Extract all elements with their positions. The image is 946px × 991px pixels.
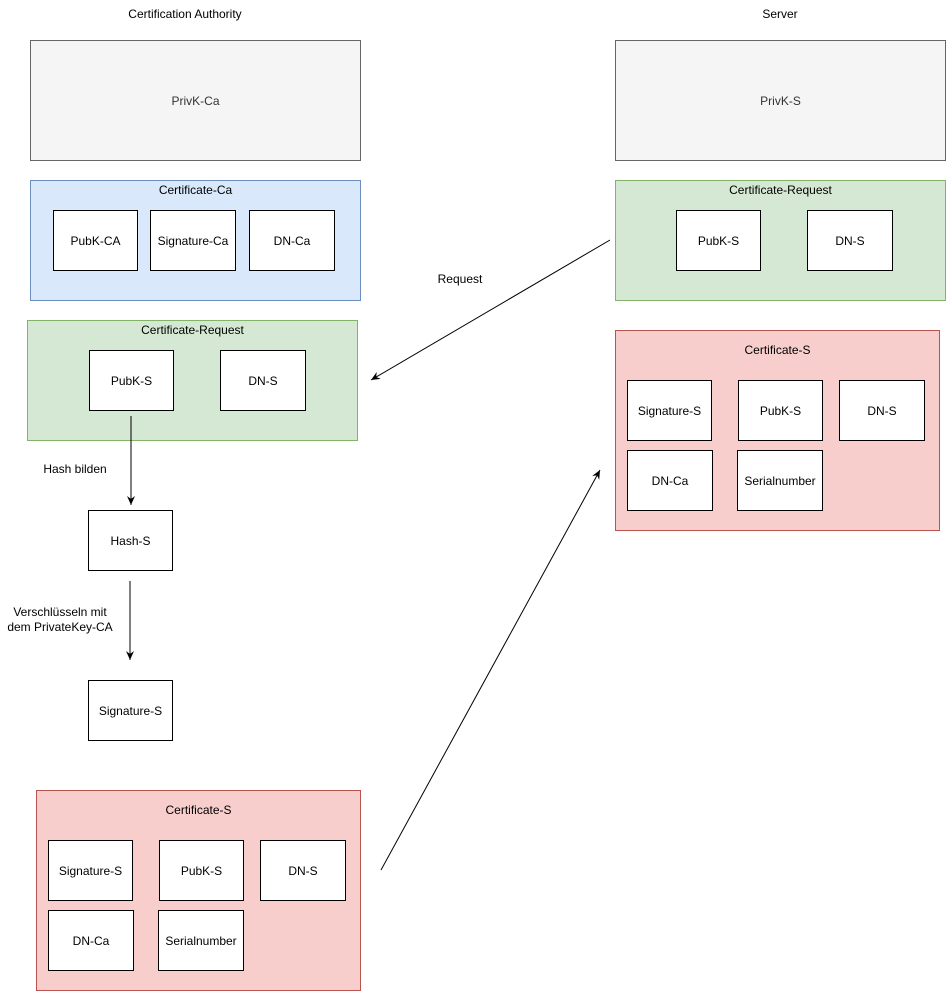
ca-column-title: Certification Authority <box>128 7 242 21</box>
server-cert-s-title: Certificate-S <box>744 343 811 357</box>
ca-private-key-label: PrivK-Ca <box>171 93 220 108</box>
ca-cert-pubk-label: PubK-S <box>180 863 223 878</box>
server-cert-dn-s-label: DN-S <box>867 403 897 418</box>
ca-signature-box: Signature-Ca <box>150 210 236 271</box>
server-request-pubk-label: PubK-S <box>697 233 740 248</box>
ca-cert-dn-s-box: DN-S <box>260 840 346 901</box>
ca-cert-serial-box: Serialnumber <box>158 910 244 971</box>
hash-s-box: Hash-S <box>88 510 173 571</box>
ca-request-dn-box: DN-S <box>220 350 306 411</box>
server-request-dn-box: DN-S <box>807 210 893 271</box>
ca-request-pubk-label: PubK-S <box>110 373 153 388</box>
server-cert-signature-label: Signature-S <box>637 403 702 418</box>
ca-certificate-request: Certificate-Request PubK-S DN-S <box>27 320 358 441</box>
ca-certificate-s: Certificate-S Signature-S PubK-S DN-S DN… <box>36 790 361 991</box>
server-cert-pubk-box: PubK-S <box>738 380 823 441</box>
ca-request-title: Certificate-Request <box>141 323 244 337</box>
server-private-key-label: PrivK-S <box>760 93 801 108</box>
ca-cert-dn-s-label: DN-S <box>288 863 318 878</box>
ca-dn-label: DN-Ca <box>273 233 311 248</box>
server-cert-dn-ca-box: DN-Ca <box>627 450 713 511</box>
certificate-ca-container: Certificate-Ca PubK-CA Signature-Ca DN-C… <box>30 180 361 301</box>
ca-signature-label: Signature-Ca <box>157 233 229 248</box>
ca-request-dn-label: DN-S <box>248 373 278 388</box>
ca-cert-serial-label: Serialnumber <box>165 933 237 948</box>
server-cert-dn-s-box: DN-S <box>839 380 925 441</box>
ca-pubk-label: PubK-CA <box>70 233 121 248</box>
server-certificate-s: Certificate-S Signature-S PubK-S DN-S DN… <box>615 330 940 531</box>
server-certificate-request: Certificate-Request PubK-S DN-S <box>615 180 946 301</box>
encrypt-step-label-line1: Verschlüsseln mit <box>13 605 107 619</box>
ca-cert-signature-label: Signature-S <box>58 863 123 878</box>
server-cert-pubk-label: PubK-S <box>759 403 802 418</box>
ca-cert-pubk-box: PubK-S <box>159 840 244 901</box>
request-label: Request <box>437 272 483 286</box>
ca-cert-dn-ca-label: DN-Ca <box>72 933 110 948</box>
signature-s-box: Signature-S <box>88 680 173 741</box>
encrypt-step-label-line2: dem PrivateKey-CA <box>7 620 113 634</box>
ca-cert-signature-box: Signature-S <box>48 840 133 901</box>
ca-cert-dn-ca-box: DN-Ca <box>48 910 134 971</box>
server-request-title: Certificate-Request <box>729 183 832 197</box>
signature-s-label: Signature-S <box>98 703 163 718</box>
server-cert-dn-ca-label: DN-Ca <box>651 473 689 488</box>
server-cert-serial-label: Serialnumber <box>744 473 816 488</box>
hash-step-label: Hash bilden <box>43 462 107 476</box>
certificate-ca-title: Certificate-Ca <box>158 183 233 197</box>
server-cert-serial-box: Serialnumber <box>737 450 823 511</box>
server-column-title: Server <box>762 7 798 21</box>
ca-request-pubk-box: PubK-S <box>89 350 174 411</box>
server-private-key-box: PrivK-S <box>615 40 946 161</box>
ca-cert-s-title: Certificate-S <box>165 803 232 817</box>
server-request-pubk-box: PubK-S <box>676 210 761 271</box>
server-cert-signature-box: Signature-S <box>627 380 712 441</box>
ca-private-key-box: PrivK-Ca <box>30 40 361 161</box>
return-certificate-arrow <box>380 469 601 871</box>
ca-pubk-box: PubK-CA <box>53 210 138 271</box>
hash-s-label: Hash-S <box>110 533 151 548</box>
ca-dn-box: DN-Ca <box>249 210 335 271</box>
server-request-dn-label: DN-S <box>835 233 865 248</box>
request-arrow <box>370 239 611 381</box>
